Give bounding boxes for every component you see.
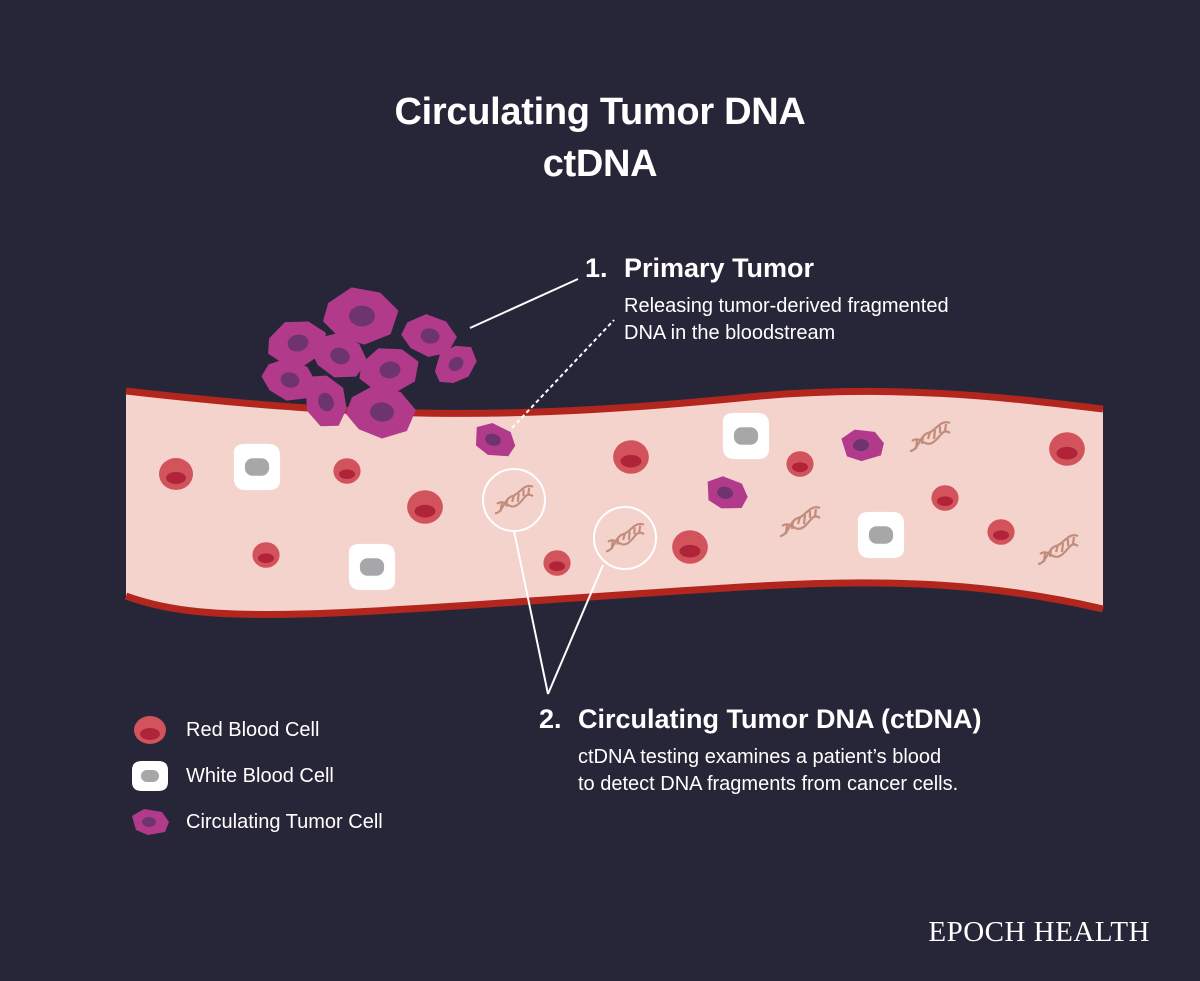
callout-2-description: ctDNA testing examines a patient’s blood… [578, 744, 958, 798]
callout-1-description-line1: Releasing tumor-derived fragmented [624, 295, 949, 317]
callout-1-description: Releasing tumor-derived fragmented DNA i… [624, 293, 949, 347]
callout-1-number: 1. [585, 253, 608, 283]
legend-item-circulating-tumor-cell: Circulating Tumor Cell [130, 804, 383, 840]
legend-item-red-blood-cell: Red Blood Cell [130, 712, 319, 748]
white-blood-cell-icon [132, 761, 168, 791]
callout-lines [469, 278, 615, 695]
legend-label: White Blood Cell [186, 764, 334, 787]
callout-2-description-line1: ctDNA testing examines a patient’s blood [578, 746, 942, 768]
callout-2-description-line2: to detect DNA fragments from cancer cell… [578, 773, 959, 795]
callout-2-heading: Circulating Tumor DNA (ctDNA) [578, 704, 982, 734]
legend-item-white-blood-cell: White Blood Cell [130, 758, 334, 794]
legend-label: Circulating Tumor Cell [186, 810, 383, 833]
callout-1-description-line2: DNA in the bloodstream [624, 322, 836, 344]
page-title: Circulating Tumor DNA ctDNA [0, 86, 1200, 190]
title-line1: Circulating Tumor DNA [394, 91, 806, 133]
callout-1-heading: Primary Tumor [624, 253, 815, 283]
circulating-tumor-cell-icon [132, 809, 169, 835]
red-blood-cell-icon [134, 716, 166, 744]
title-line2: ctDNA [542, 143, 658, 185]
brand-logo: EPOCH HEALTH [928, 916, 1150, 948]
legend-label: Red Blood Cell [186, 718, 320, 741]
callout-2-number: 2. [539, 704, 562, 734]
